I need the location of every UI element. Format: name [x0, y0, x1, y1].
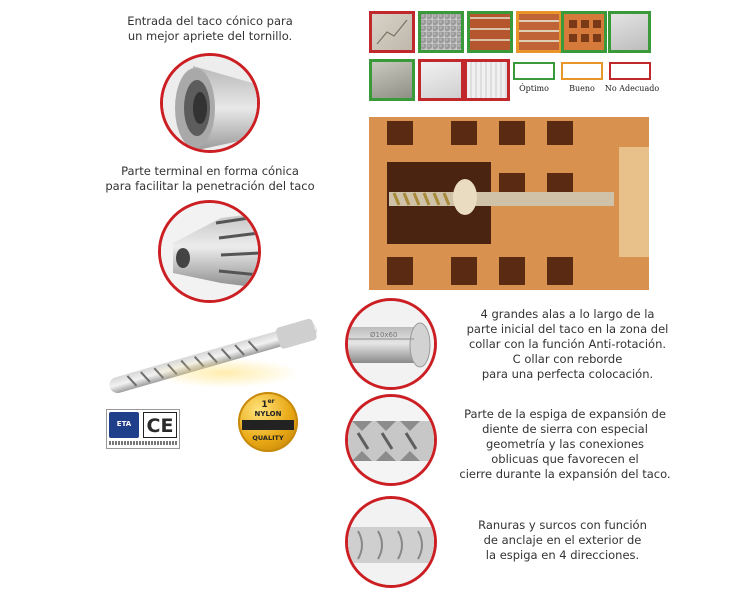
- nylon-badge-number: 1er: [261, 398, 275, 410]
- legend-label-no-adecuado: No Adecuado: [604, 84, 660, 93]
- legend-box-bueno: [561, 62, 603, 80]
- detail-circle-wings: Ø10x60: [345, 298, 437, 390]
- swatch-solid-brick: [467, 11, 513, 53]
- swatch-cracked-concrete: [369, 11, 415, 53]
- nylon-badge-label: NYLON: [254, 410, 282, 418]
- ce-mark: CE: [143, 412, 177, 438]
- legend-label-optimo: Óptimo: [519, 84, 549, 93]
- nylon-badge-ribbon: [242, 420, 294, 430]
- eta-fine-print: [109, 441, 177, 445]
- swatch-aerated-block: [418, 59, 464, 101]
- brick-cross-section-illustration: [369, 117, 649, 290]
- caption-saw: Parte de la espiga de expansión de dient…: [459, 407, 671, 481]
- dowel-tip-illustration: [161, 203, 258, 300]
- dowel-grooves-illustration: [348, 499, 434, 585]
- dowel-entry-illustration: [163, 56, 257, 150]
- hollow-brick-icon: [569, 20, 601, 42]
- detail-circle-grooves: [345, 496, 437, 588]
- legend-box-optimo: [513, 62, 555, 80]
- eta-logo-text: ETA: [116, 420, 132, 428]
- legend-box-no-adecuado: [609, 62, 651, 80]
- dowel-saw-illustration: [348, 397, 434, 483]
- caption-terminal: Parte terminal en forma cónica para faci…: [105, 164, 315, 193]
- swatch-block: [608, 11, 651, 53]
- dowel-marking: Ø10x60: [370, 331, 397, 339]
- detail-circle-saw: [345, 394, 437, 486]
- legend-label-bueno: Bueno: [569, 84, 595, 93]
- detail-circle-terminal: [158, 200, 261, 303]
- swatch-concrete: [418, 11, 464, 53]
- swatch-brick: [516, 11, 562, 53]
- detail-circle-entry: [160, 53, 260, 153]
- crack-icon: [376, 19, 408, 45]
- nylon-badge-sup: er: [267, 398, 275, 405]
- caption-entry: Entrada del taco cónico para un mejor ap…: [127, 14, 293, 43]
- swatch-hollow-brick: [561, 11, 607, 53]
- nylon-quality-badge: 1er NYLON QUALITY: [238, 392, 298, 452]
- swatch-hollow-block: [369, 59, 415, 101]
- dowel-collar-illustration: Ø10x60: [348, 301, 434, 387]
- hollow-brick-photo: [369, 117, 649, 290]
- eta-ce-badge: ETA CE: [106, 409, 180, 449]
- caption-wings: 4 grandes alas a lo largo de la parte in…: [466, 307, 669, 381]
- nylon-badge-quality: QUALITY: [252, 434, 284, 442]
- caption-grooves: Ranuras y surcos con función de anclaje …: [478, 518, 647, 562]
- swatch-plasterboard: [464, 59, 510, 101]
- eta-logo: ETA: [109, 412, 139, 438]
- dowel-glow: [150, 358, 300, 388]
